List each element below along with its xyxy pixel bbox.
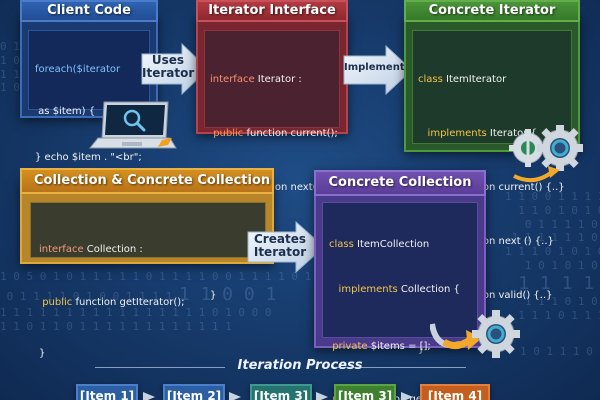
code-line: } bbox=[39, 348, 46, 359]
keyword: public bbox=[213, 128, 244, 139]
iterator-interface-body: interface Iterator : public function cur… bbox=[204, 30, 340, 301]
code-line: public function getIterator(); bbox=[42, 297, 185, 308]
code-line: implements Collection { bbox=[338, 284, 460, 295]
collection-header: Collection & Concrete Collection bbox=[20, 168, 274, 194]
code-line: private $items = []; bbox=[332, 341, 431, 352]
keyword: class bbox=[329, 239, 354, 250]
implements-label: Implements bbox=[344, 62, 411, 73]
gears-icon bbox=[508, 122, 588, 186]
iterator-interface-panel: Iterator Interface interface Iterator : … bbox=[196, 0, 348, 301]
keyword: private bbox=[332, 341, 368, 352]
creates-iterator-line2: Iterator bbox=[253, 244, 307, 259]
client-code-panel: Client Code foreach($iterator as $item) … bbox=[20, 0, 158, 205]
process-rule-right bbox=[336, 367, 466, 368]
code-line: interface Iterator : bbox=[210, 74, 302, 85]
keyword: interface bbox=[39, 244, 84, 255]
process-item-1: [Item 1] bbox=[76, 384, 138, 400]
code-line: foreach($iterator bbox=[35, 64, 121, 75]
keyword: class bbox=[418, 74, 443, 85]
creates-iterator-arrow: Creates Iterator bbox=[246, 220, 326, 274]
keyword: interface bbox=[210, 74, 255, 85]
concrete-iterator-header: Concrete Iterator bbox=[404, 0, 580, 22]
uses-iterator-line2: Iterator bbox=[142, 65, 195, 80]
process-item-4: [Item 3] bbox=[334, 384, 396, 400]
code-line: public function current(); bbox=[213, 128, 338, 139]
gear-icon bbox=[429, 306, 522, 364]
concrete-collection-panel: Concrete Collection class ItemCollection… bbox=[314, 170, 486, 400]
client-code-body: foreach($iterator as $item) { } echo $it… bbox=[28, 30, 150, 205]
keyword: implements bbox=[338, 284, 398, 295]
code-line: } echo $item . "<br"; bbox=[35, 152, 142, 163]
process-item-5: [Item 4] bbox=[420, 384, 490, 400]
laptop-search-icon bbox=[88, 98, 178, 156]
concrete-iterator-panel: Concrete Iterator class ItemIterator imp… bbox=[404, 0, 580, 355]
process-item-3: [Item 3] bbox=[250, 384, 312, 400]
process-title: Iteration Process bbox=[237, 358, 363, 373]
code-line: as $item) { bbox=[35, 106, 96, 117]
keyword: implements bbox=[427, 128, 487, 139]
uses-iterator-arrow: Uses Iterator bbox=[140, 42, 210, 96]
implements-arrow: Implements bbox=[342, 44, 414, 96]
code-line: class ItemIterator bbox=[418, 74, 507, 85]
creates-iterator-label: Creates Iterator bbox=[252, 233, 308, 258]
collection-body: interface Collection : public function g… bbox=[30, 202, 266, 359]
uses-iterator-label: Uses Iterator bbox=[142, 54, 194, 79]
code-line: class ItemCollection bbox=[329, 239, 430, 250]
process-rule-left bbox=[95, 367, 225, 368]
creates-iterator-line1: Creates bbox=[254, 232, 306, 246]
process-arrow-icon bbox=[401, 392, 413, 400]
uses-iterator-line1: Uses bbox=[151, 53, 185, 67]
code-line: implements Iterator { bbox=[427, 128, 537, 139]
code-line: } bbox=[418, 344, 425, 355]
client-code-header: Client Code bbox=[20, 0, 158, 22]
keyword: public bbox=[42, 297, 73, 308]
concrete-collection-header: Concrete Collection bbox=[314, 170, 486, 196]
code-line: interface Collection : bbox=[39, 244, 143, 255]
process-item-2: [Item 2] bbox=[163, 384, 225, 400]
collection-panel: Collection & Concrete Collection interfa… bbox=[20, 168, 274, 359]
process-arrow-icon bbox=[229, 392, 241, 400]
iterator-interface-header: Iterator Interface bbox=[196, 0, 348, 22]
process-arrow-icon bbox=[143, 392, 155, 400]
process-arrow-icon bbox=[316, 392, 328, 400]
code-line: } bbox=[210, 290, 217, 301]
